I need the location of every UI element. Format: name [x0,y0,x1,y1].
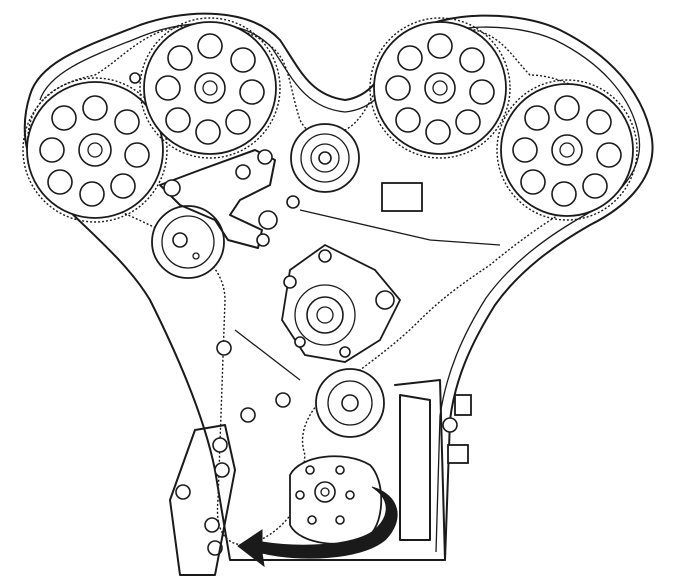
cover-rib [299,209,501,246]
cover-bolt [175,484,191,500]
housing-tab [447,444,469,464]
cover-plate [381,182,423,212]
bracket-bolt [163,179,181,197]
tensioner-pulley [151,205,225,279]
bracket-bolt [286,195,300,209]
cover-bolt [216,340,232,356]
rotation-arrow [237,486,398,568]
left-rear-camshaft-sprocket [22,77,168,223]
right-front-camshaft-sprocket [369,17,511,159]
cover-bolt [212,437,228,453]
cover-bolt [214,462,230,478]
water-pump [281,243,402,363]
cover-rib [234,329,301,381]
right-rear-camshaft-sprocket [496,79,638,221]
oil-pump-housing [394,379,446,561]
tensioner-bracket [159,149,276,249]
bracket-bolt [256,233,270,247]
upper-idler-pulley [290,123,360,193]
bracket-bolt [235,164,251,180]
left-front-camshaft-sprocket [139,17,281,159]
housing-tab [454,394,472,416]
housing-bolt [442,417,458,433]
cover-bolt [129,72,141,84]
bracket-bolt [257,149,273,165]
engine-cover-outline [23,12,654,561]
cover-bolt [204,517,220,533]
bracket-bolt [258,210,278,230]
left-lower-bracket [169,424,236,576]
crankshaft-sprocket [289,455,383,545]
lower-idler-pulley [315,368,385,438]
cover-bolt [275,392,291,408]
cover-bolt [240,407,256,423]
